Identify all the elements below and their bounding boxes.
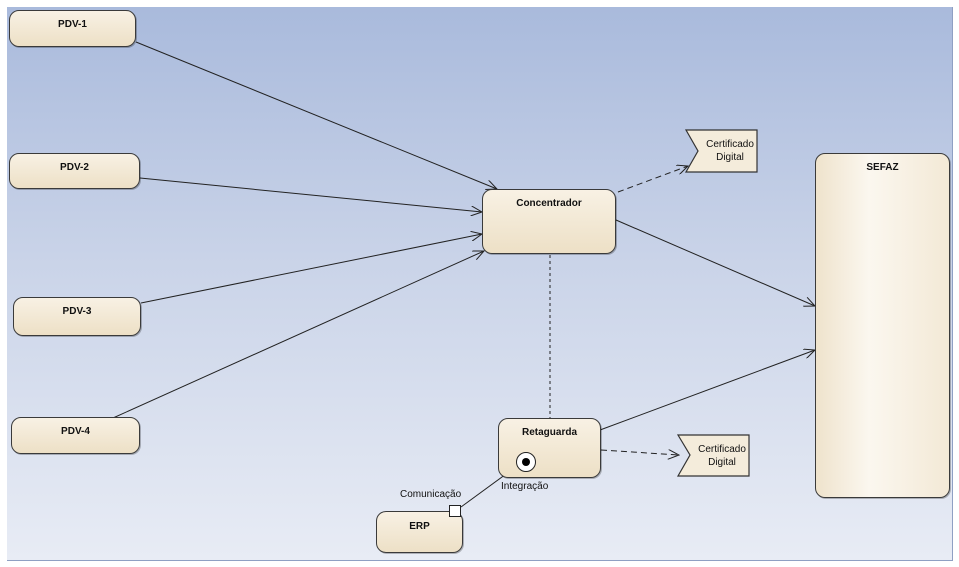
pdv-1-label: PDV-1 (58, 19, 87, 30)
comunicacao-label: Comunicação (400, 489, 462, 500)
connector-pdv1-concentrador[interactable] (135, 41, 497, 189)
comunicacao-port[interactable] (449, 505, 461, 517)
connector-retaguarda-sefaz[interactable] (599, 350, 815, 431)
retaguarda-label: Retaguarda (521, 427, 577, 438)
certificado-top-text: Certificado Digital (700, 138, 760, 164)
connector-concentrador-certificado[interactable] (617, 166, 688, 193)
connector-retaguarda-certificado[interactable] (600, 450, 679, 455)
sefaz-node[interactable]: SEFAZ (815, 153, 950, 498)
pdv-4-label: PDV-4 (61, 426, 90, 437)
erp-node[interactable]: ERP (376, 511, 463, 553)
integracao-port-icon[interactable] (516, 452, 536, 472)
retaguarda-node[interactable]: Retaguarda (498, 418, 601, 478)
concentrador-node[interactable]: Concentrador (482, 189, 616, 254)
certificado-bottom-line1: Certificado (698, 444, 746, 455)
integracao-label: Integração (501, 481, 549, 492)
pdv-2-label: PDV-2 (60, 162, 89, 173)
diagram-background (7, 7, 953, 561)
connector-pdv3-concentrador[interactable] (140, 234, 482, 304)
pdv-3-label: PDV-3 (62, 306, 92, 317)
connector-pdv2-concentrador[interactable] (139, 177, 482, 212)
certificado-top-line1: Certificado (706, 139, 754, 150)
pdv-2-node[interactable]: PDV-2 (9, 153, 140, 189)
pdv-1-node[interactable]: PDV-1 (9, 10, 136, 47)
connector-concentrador-sefaz[interactable] (615, 219, 815, 306)
erp-label: ERP (409, 521, 430, 532)
certificado-top-shape[interactable] (684, 129, 758, 173)
concentrador-label: Concentrador (516, 198, 582, 209)
connector-pdv4-concentrador[interactable] (112, 251, 484, 419)
pdv-4-node[interactable]: PDV-4 (11, 417, 140, 454)
certificado-bottom-shape[interactable] (676, 434, 750, 477)
pdv-3-node[interactable]: PDV-3 (13, 297, 141, 336)
certificado-bottom-line2: Digital (708, 457, 736, 468)
certificado-top-line2: Digital (716, 152, 744, 163)
sefaz-label: SEFAZ (866, 162, 899, 173)
port-dot (522, 458, 530, 466)
certificado-bottom-text: Certificado Digital (692, 443, 752, 469)
